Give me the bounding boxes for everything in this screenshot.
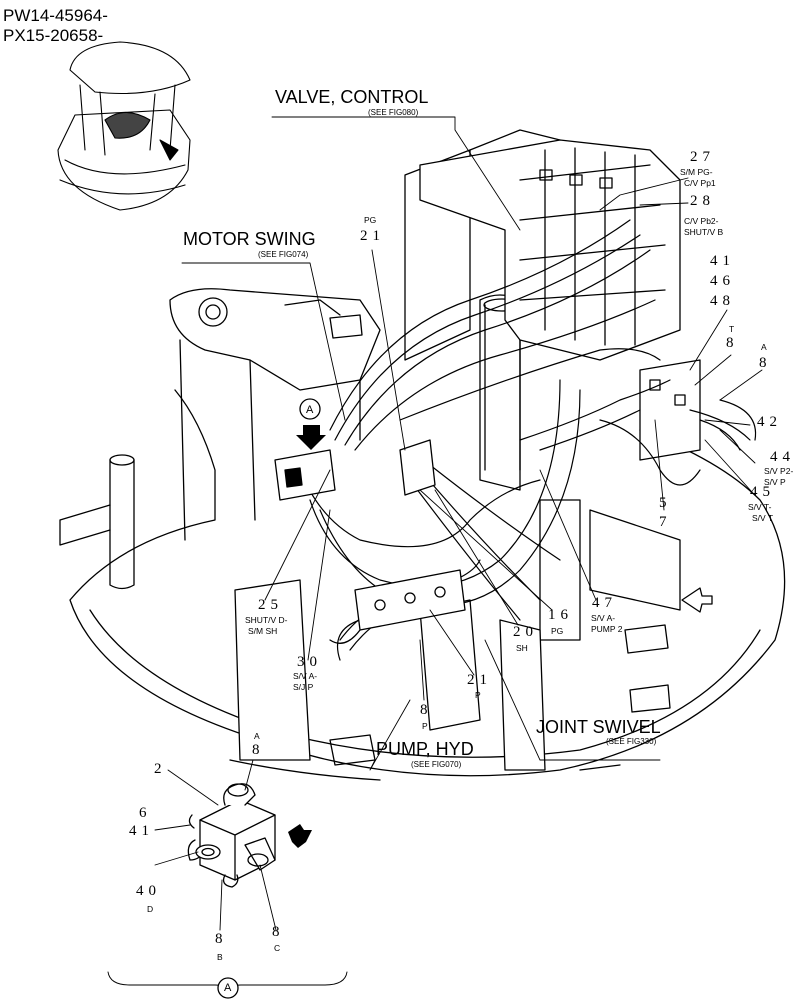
callout-28-desc-1: C/V Pb2- (684, 216, 719, 226)
callout-47: 47 (592, 595, 617, 611)
callout-16-desc: PG (551, 626, 564, 636)
callout-30-desc-2: S/J P (293, 682, 314, 692)
callout-45-desc-2: S/V T (752, 513, 774, 523)
pump-hyd-title: PUMP, HYD (376, 739, 474, 759)
callout-47-desc-2: PUMP 2 (591, 624, 623, 634)
callout-41: 41 (710, 253, 735, 269)
callout-25-desc-1: SHUT/V D- (245, 615, 288, 625)
callout-30-desc-1: S/V A- (293, 671, 318, 681)
callout-47-desc-1: S/V A- (591, 613, 616, 623)
detail-callout-6: 6 (139, 805, 152, 821)
upper-frame-outline (59, 129, 786, 781)
callout-8-t: 8 (726, 335, 739, 351)
callout-pg-top-label: PG (364, 215, 377, 225)
callout-44-desc-1: S/V P2- (764, 466, 794, 476)
callout-7: 7 (659, 514, 672, 530)
detail-callout-40: 40 (136, 883, 161, 899)
callout-21-low-desc: P (475, 690, 481, 700)
machine-thumbnail-icon (57, 41, 191, 211)
callout-8-a: 8 (759, 355, 772, 371)
callout-42: 42 (757, 414, 782, 430)
callout-8-p: 8 (420, 702, 433, 718)
detail-callout-b: B (217, 952, 223, 962)
bottom-view-a-circle (217, 977, 239, 999)
callout-27: 27 (690, 149, 715, 165)
callout-5: 5 (659, 495, 672, 511)
callout-44: 44 (770, 449, 795, 465)
leader-lines (107, 116, 763, 993)
callout-46: 46 (710, 273, 735, 289)
callout-28: 28 (690, 193, 715, 209)
bottom-view-a-label: A (224, 982, 232, 994)
callout-48: 48 (710, 293, 735, 309)
callout-21-top: 21 (360, 228, 385, 244)
callout-16: 16 (548, 607, 573, 623)
control-valve-block (419, 139, 701, 461)
detail-callout-2: 2 (154, 761, 167, 777)
direction-arrow-icon (681, 587, 713, 613)
detail-callout-41: 41 (129, 823, 154, 839)
motor-swing-ref: (SEE FIG074) (258, 250, 309, 259)
callout-8-p-desc: P (422, 721, 428, 731)
callout-27-desc-2: C/V Pp1 (684, 178, 716, 188)
callout-44-desc-2: S/V P (764, 477, 786, 487)
motor-swing-valve (274, 439, 466, 644)
detail-callout-d: D (147, 904, 154, 914)
detail-callout-8-b: 8 (215, 931, 228, 947)
detail-callout-8-a: 8 (252, 742, 265, 758)
view-a-label: A (306, 404, 314, 416)
detail-callout-c: C (274, 943, 281, 953)
callout-20-desc: SH (516, 643, 528, 653)
valve-control-ref: (SEE FIG080) (368, 108, 419, 117)
detail-a-label: A (254, 731, 260, 741)
joint-swivel-ref: (SEE FIG330) (606, 737, 657, 746)
serial-number-2: PX15-20658- (3, 26, 104, 45)
view-a-arrow-icon (296, 425, 326, 450)
callout-45: 45 (750, 484, 775, 500)
callout-30: 30 (297, 654, 322, 670)
callout-45-desc-1: S/V T- (748, 502, 772, 512)
joint-swivel-title: JOINT SWIVEL (536, 717, 661, 737)
detail-callout-8-c: 8 (272, 924, 285, 940)
pump-hyd-ref: (SEE FIG070) (411, 760, 462, 769)
view-a-circle (299, 398, 321, 420)
callout-a-label: A (761, 342, 767, 352)
detail-a-block (187, 783, 312, 888)
callout-25-desc-2: S/M SH (248, 626, 278, 636)
serial-number-1: PW14-45964- (3, 6, 108, 25)
callout-25: 25 (258, 597, 283, 613)
callout-21-low: 21 (467, 672, 492, 688)
callout-28-desc-2: SHUT/V B (684, 227, 724, 237)
detail-arrow-icon (288, 824, 312, 848)
valve-control-title: VALVE, CONTROL (275, 87, 429, 107)
motor-swing-title: MOTOR SWING (183, 229, 316, 249)
callout-t-label: T (729, 324, 735, 334)
callout-27-desc-1: S/M PG- (680, 167, 713, 177)
callout-20: 20 (513, 624, 538, 640)
